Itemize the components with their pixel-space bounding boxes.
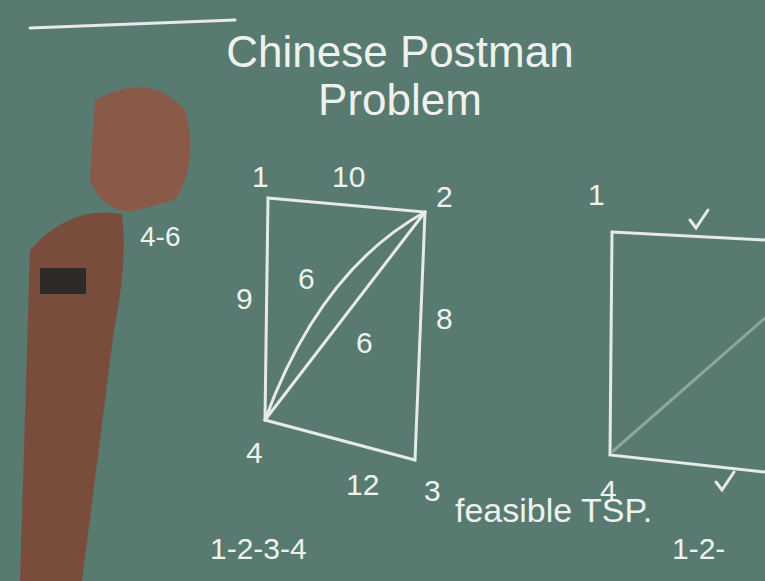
hand [90,87,191,212]
edge-weight: 8 [436,302,453,335]
faint-diagonal [612,318,765,452]
graph-diagonal [265,212,425,420]
check-mark [690,210,708,228]
route: 1-2- [672,532,725,565]
route: 1-2-3-4 [210,532,307,565]
vertex-number: 1 [252,160,269,193]
check-mark [716,472,734,490]
vertex-number: 4 [246,436,263,469]
arm [20,213,124,581]
graph-square [265,198,425,460]
graph-diagonal-curve [265,212,425,420]
wristwatch [40,268,86,294]
vertex-number: 1 [588,178,605,211]
note: 4-6 [140,222,180,253]
chalk-line [30,20,235,28]
vertex-number: 2 [436,180,453,213]
edge-weight: 10 [332,160,365,193]
edge-weight: 9 [236,282,253,315]
vertex-number: 4 [600,474,617,507]
note: feasible TSP. [455,492,652,529]
title: Chinese Postman Problem [210,28,590,125]
edge-weight: 6 [298,262,315,295]
graph-square-2 [612,232,765,240]
edge-weight: 12 [346,468,379,501]
vertex-number: 3 [424,474,441,507]
graph-square-2 [610,232,765,472]
edge-weight: 6 [356,326,373,359]
